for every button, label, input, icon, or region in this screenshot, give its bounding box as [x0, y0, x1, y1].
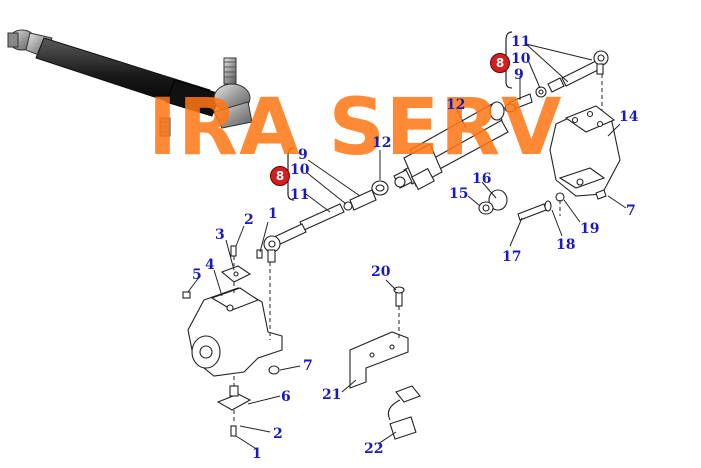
- group-badge-upper: 8: [490, 53, 510, 73]
- callout-12: 12: [446, 97, 466, 113]
- callout-18: 18: [556, 237, 576, 253]
- group-badge-lower: 8: [270, 166, 290, 186]
- tie-rod-photo: [7, 29, 253, 137]
- callout-11-lower: 11: [290, 187, 310, 203]
- callout-7-left: 7: [303, 358, 313, 374]
- callout-19: 19: [580, 221, 600, 237]
- callout-16: 16: [472, 171, 492, 187]
- callout-6: 6: [281, 389, 291, 405]
- callout-17: 17: [502, 249, 522, 265]
- upper-tie-rod-end: [504, 50, 609, 113]
- leader-lines: [187, 43, 627, 451]
- callout-5: 5: [192, 267, 202, 283]
- callout-2-top: 2: [244, 212, 254, 228]
- assembly-lines: [233, 74, 603, 424]
- callout-9: 9: [514, 67, 524, 83]
- callout-10-lower: 10: [290, 162, 310, 178]
- right-knuckle: [478, 105, 621, 221]
- callout-12-lower: 12: [372, 135, 392, 151]
- callout-4: 4: [205, 257, 215, 273]
- watermark-text: IRA SERV: [148, 83, 563, 173]
- callout-22: 22: [364, 441, 384, 457]
- steering-cylinder: [371, 101, 509, 196]
- lower-tie-rod: [256, 189, 377, 263]
- callout-10: 10: [511, 51, 531, 67]
- callout-1-top: 1: [268, 206, 278, 222]
- callout-20: 20: [371, 264, 391, 280]
- callout-7-right: 7: [626, 203, 636, 219]
- callout-15: 15: [449, 186, 469, 202]
- callout-11: 11: [511, 34, 531, 50]
- callout-2-bottom: 2: [273, 426, 283, 442]
- callout-1-bottom: 1: [252, 446, 262, 462]
- callout-3: 3: [215, 227, 225, 243]
- callout-14: 14: [619, 109, 639, 125]
- callout-21: 21: [322, 387, 342, 403]
- callout-9-lower: 9: [298, 147, 308, 163]
- sensor-bracket: [349, 286, 421, 440]
- left-knuckle: [182, 245, 283, 437]
